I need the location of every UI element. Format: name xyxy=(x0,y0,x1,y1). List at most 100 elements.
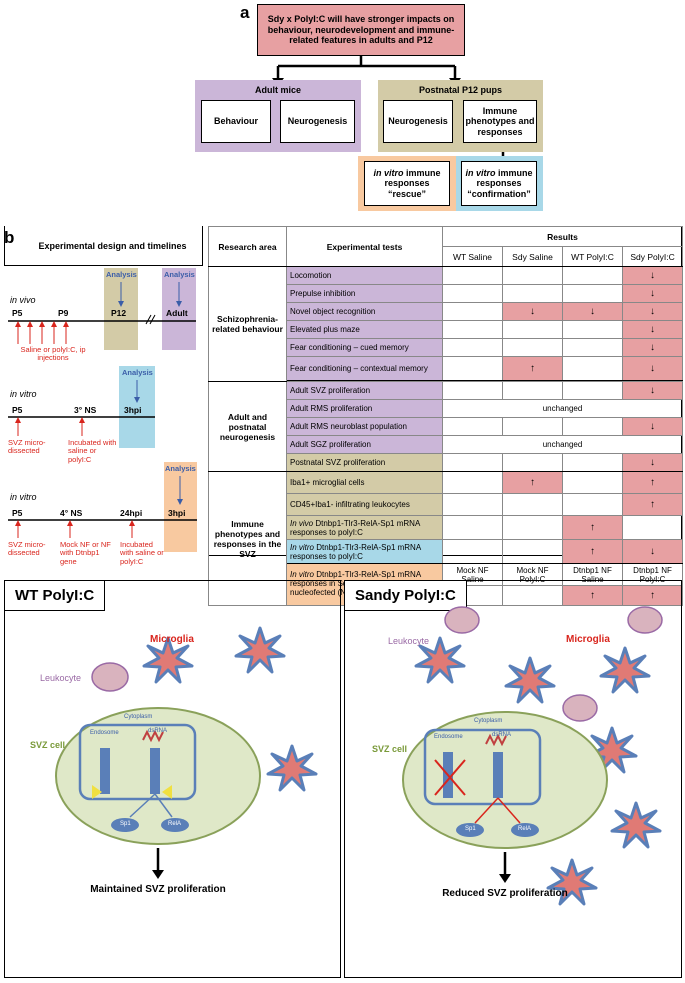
dsrna-right xyxy=(485,733,507,747)
dsrna-left xyxy=(142,729,164,743)
result-cell xyxy=(562,381,623,400)
tl3-p5: P5 xyxy=(12,508,23,518)
adult-behaviour-box: Behaviour xyxy=(201,100,271,143)
microglia-label-right: Microglia xyxy=(566,634,610,645)
hypothesis-box: Sdy x PolyI:C will have stronger impacts… xyxy=(257,4,465,56)
p12-neurogenesis-label: Neurogenesis xyxy=(388,116,448,127)
microglia-icon xyxy=(599,646,651,694)
test-row: Elevated plus maze xyxy=(286,320,443,339)
panel-a-letter: a xyxy=(240,3,250,22)
col-sdy-saline: Sdy Saline xyxy=(502,246,563,267)
result-cell: ↑ xyxy=(562,539,623,564)
tl2-dissect: SVZ micro-dissected xyxy=(8,438,46,456)
dsrna-label-right: dsRNA xyxy=(492,732,512,738)
block-x-icon xyxy=(434,759,466,796)
test-row: Iba1+ microglial cells xyxy=(286,471,443,494)
result-cell xyxy=(562,453,623,472)
result-cell xyxy=(562,266,623,285)
result-cell xyxy=(442,453,503,472)
confirmation-line1: in vitro immune responses xyxy=(462,168,536,189)
endosome-right xyxy=(423,728,542,806)
tl3-mock: Mock NF or NF with Dtnbp1 gene xyxy=(60,540,111,566)
tl1-p12: P12 xyxy=(111,308,127,318)
result-cell xyxy=(442,471,503,494)
col-wt-polyic: WT PolyI:C xyxy=(562,246,623,267)
result-cell xyxy=(502,417,563,436)
test-row: Postnatal SVZ proliferation xyxy=(286,453,443,472)
rescue-italic: in vitro xyxy=(373,167,404,178)
result-cell xyxy=(562,417,623,436)
result-cell xyxy=(442,493,503,516)
test-italic: In vitro xyxy=(290,570,315,580)
adult-behaviour-label: Behaviour xyxy=(213,116,258,127)
result-cell xyxy=(502,284,563,303)
tl2-incubate: Incubated with saline or polyI:C xyxy=(68,438,117,464)
tl3-hpi24: 24hpi xyxy=(120,508,143,518)
result-cell-merged: unchanged xyxy=(441,435,684,454)
design-header-text: Experimental design and timelines xyxy=(38,240,187,251)
area-immune: Immune phenotypes and responses in the S… xyxy=(208,471,287,606)
area-neurogenesis: Adult and postnatal neurogenesis xyxy=(208,381,287,472)
timelines-svg xyxy=(8,268,197,552)
signal-left xyxy=(92,785,102,799)
cytoplasm-label-left: Cytoplasm xyxy=(124,714,153,720)
confirmation-rest: immune responses xyxy=(476,167,533,189)
tl3-hpi3: 3hpi xyxy=(168,508,186,518)
tl3-ns: 4° NS xyxy=(60,508,83,518)
result-cell xyxy=(502,381,563,400)
rescue-quote: “rescue” xyxy=(387,188,427,199)
result-cell xyxy=(442,381,503,400)
test-text: Dtnbp1-Tlr3-RelA-Sp1 mRNA responses to p… xyxy=(290,542,421,561)
result-cell: ↓ xyxy=(621,320,684,339)
rescue-group: in vitro immune responses “rescue” xyxy=(358,156,456,211)
microglia-icon xyxy=(266,744,318,792)
rela-right xyxy=(511,823,539,837)
test-italic: In vivo xyxy=(290,518,314,528)
result-cell xyxy=(621,515,684,540)
result-cell xyxy=(562,338,623,357)
confirmation-box: in vitro immune responses “confirmation” xyxy=(461,161,537,206)
result-cell: ↑ xyxy=(621,585,684,606)
result-cell-merged: unchanged xyxy=(441,399,684,418)
p12-immune-box: Immune phenotypes and responses xyxy=(463,100,537,143)
result-cell: ↓ xyxy=(621,453,684,472)
p12-group: Postnatal P12 pups Neurogenesis Immune p… xyxy=(378,80,543,152)
result-cell: ↑ xyxy=(502,471,563,494)
result-cell: ↓ xyxy=(502,302,563,321)
tl3-dissect: SVZ micro-dissected xyxy=(8,540,46,558)
result-cell xyxy=(502,266,563,285)
result-cell xyxy=(442,356,503,381)
hypothesis-text: Sdy x PolyI:C will have stronger impacts… xyxy=(267,14,455,46)
wt-outcome: Maintained SVZ proliferation xyxy=(90,884,226,895)
tl2-ns: 3° NS xyxy=(74,405,97,415)
result-cell xyxy=(562,284,623,303)
sp1-label-left: Sp1 xyxy=(120,821,131,827)
test-row: Adult RMS neuroblast population xyxy=(286,417,443,436)
tl1-label: in vivo xyxy=(10,295,36,305)
result-cell: ↓ xyxy=(621,356,684,381)
result-cell: ↑ xyxy=(502,356,563,381)
result-cell xyxy=(562,356,623,381)
endosome-label-right: Endosome xyxy=(434,734,463,740)
sandy-outcome: Reduced SVZ proliferation xyxy=(442,888,568,899)
tl2-p5: P5 xyxy=(12,405,23,415)
test-row: Locomotion xyxy=(286,266,443,285)
p12-neurogenesis-box: Neurogenesis xyxy=(383,100,453,143)
p12-immune-label: Immune phenotypes and responses xyxy=(465,105,535,137)
adult-mice-title: Adult mice xyxy=(254,85,301,95)
microglia-label-left: Microglia xyxy=(150,634,194,645)
test-row: Prepulse inhibition xyxy=(286,284,443,303)
sp1-right xyxy=(456,823,484,837)
result-cell xyxy=(502,539,563,564)
adult-mice-group: Adult mice Behaviour Neurogenesis xyxy=(195,80,361,152)
rela-label-left: RelA xyxy=(168,821,182,827)
confirmation-italic: in vitro xyxy=(465,167,496,178)
svz-cell-label-left: SVZ cell xyxy=(30,740,66,750)
test-row: In vitro Dtnbp1-Tlr3-RelA-Sp1 mRNA respo… xyxy=(286,539,443,564)
area-behaviour: Schizophrenia-related behaviour xyxy=(208,266,287,382)
tl1-adult: Adult xyxy=(166,308,188,318)
tl2-hpi: 3hpi xyxy=(124,405,142,415)
result-cell xyxy=(562,493,623,516)
result-cell xyxy=(562,471,623,494)
result-cell: ↓ xyxy=(621,284,684,303)
